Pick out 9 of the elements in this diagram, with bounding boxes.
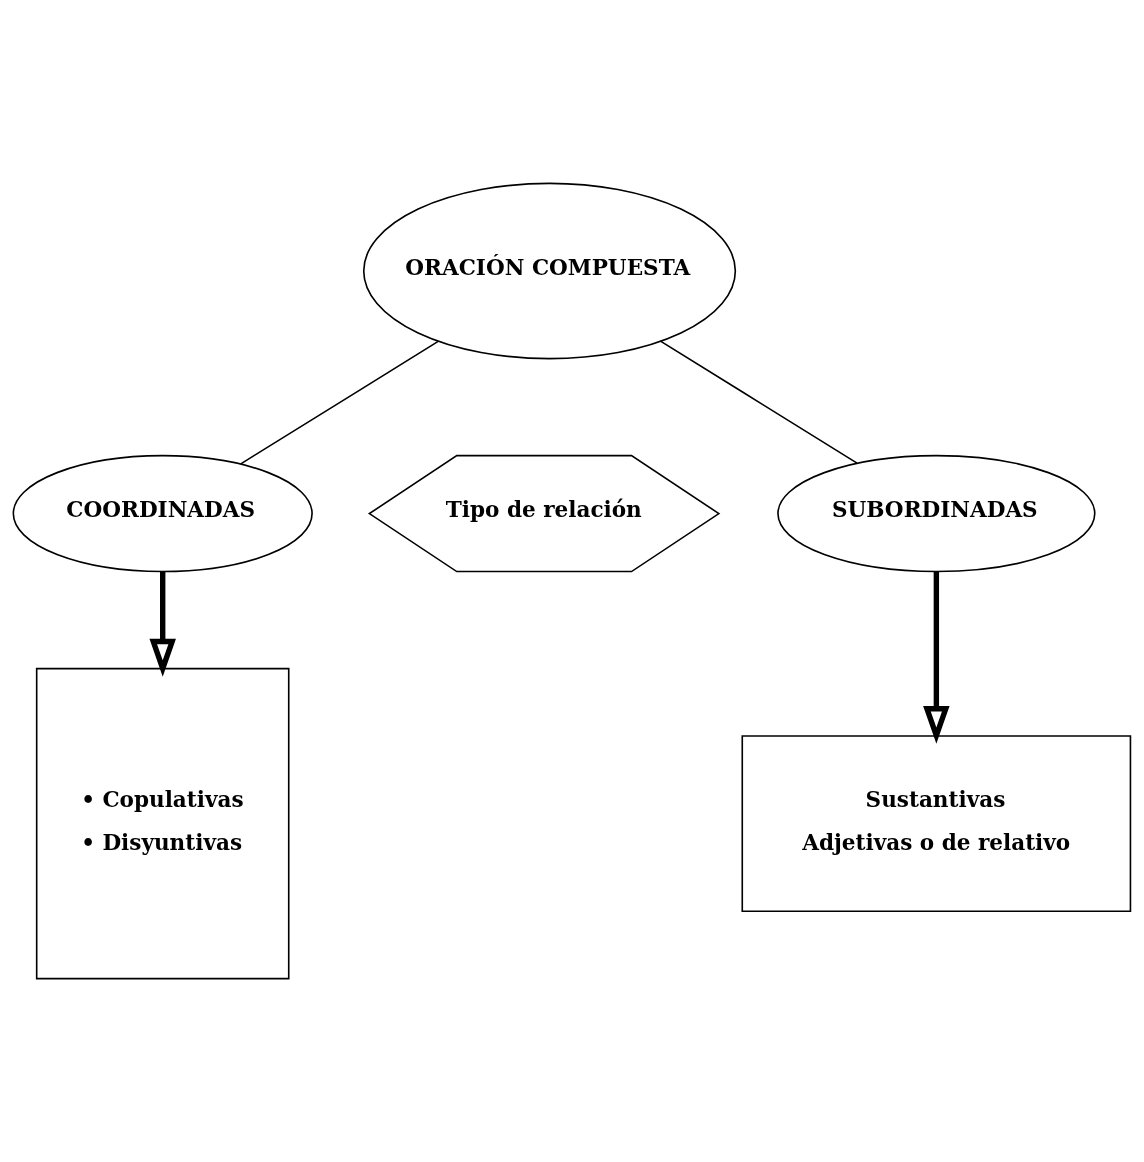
node-ellipse: ORACIÓN COMPUESTA: [362, 182, 737, 360]
connector: [660, 340, 858, 464]
arrow: [149, 571, 176, 677]
node-ellipse: COORDINADAS: [12, 454, 313, 573]
node-box: Sustantivas Adjetivas o de relativo: [741, 735, 1132, 913]
arrow: [923, 571, 950, 744]
node-box: • Copulativas • Disyuntivas: [35, 667, 290, 980]
node-ellipse: SUBORDINADAS: [777, 454, 1096, 573]
connector: [240, 340, 439, 465]
